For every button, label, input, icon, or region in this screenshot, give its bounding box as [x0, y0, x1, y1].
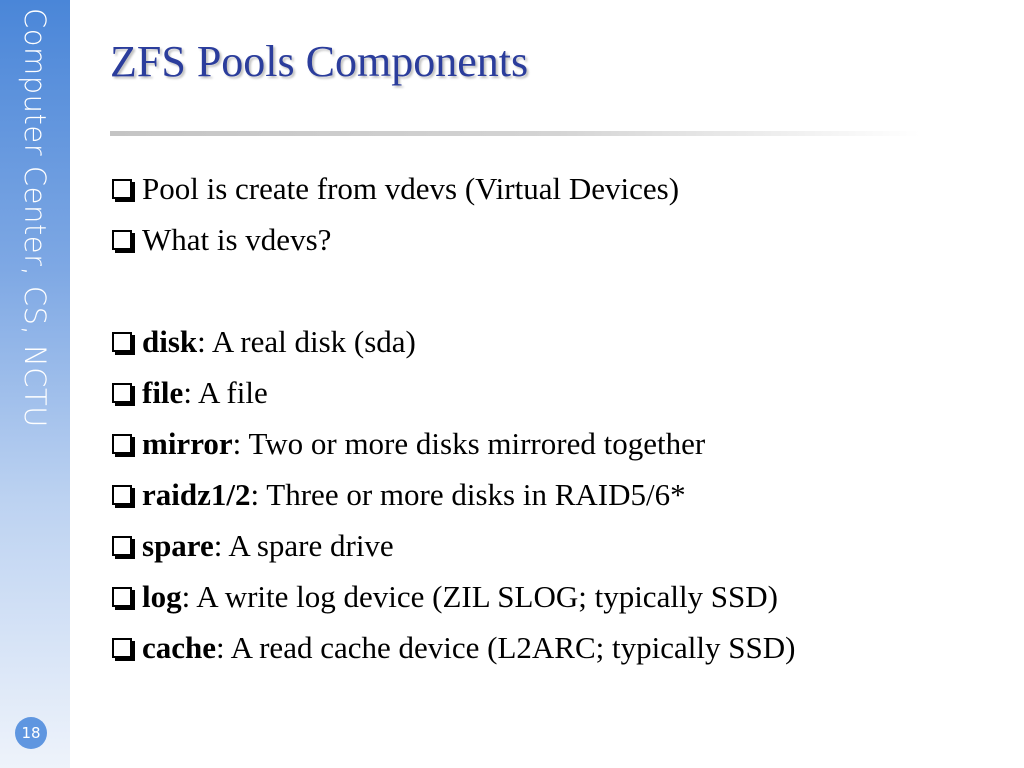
- bullet-desc: : A spare drive: [213, 527, 394, 563]
- bullet-term: spare: [142, 527, 214, 563]
- checkbox-bullet-icon: [112, 331, 132, 352]
- checkbox-bullet-icon: [112, 433, 132, 454]
- list-item: What is vdevs?: [112, 214, 795, 265]
- sidebar-vertical-text: Computer Center, CS, NCTU: [18, 8, 52, 428]
- bullet-text: What is vdevs?: [142, 221, 332, 257]
- bullet-term: raidz1/2: [142, 476, 251, 512]
- list-item: mirror: Two or more disks mirrored toget…: [112, 418, 795, 469]
- slide-title: ZFS Pools Components: [110, 37, 529, 86]
- bullet-desc: : A file: [183, 374, 268, 410]
- bullet-desc: : Two or more disks mirrored together: [232, 425, 706, 461]
- bullet-desc: : Three or more disks in RAID5/6*: [250, 476, 686, 512]
- checkbox-bullet-icon: [112, 382, 132, 403]
- list-item: disk: A real disk (sda): [112, 316, 795, 367]
- list-item: Pool is create from vdevs (Virtual Devic…: [112, 163, 795, 214]
- bullet-list: Pool is create from vdevs (Virtual Devic…: [112, 163, 795, 673]
- sidebar: Computer Center, CS, NCTU 18: [0, 0, 70, 768]
- checkbox-bullet-icon: [112, 535, 132, 556]
- list-item: spare: A spare drive: [112, 520, 795, 571]
- checkbox-bullet-icon: [112, 484, 132, 505]
- checkbox-bullet-icon: [112, 178, 132, 199]
- bullet-text: Pool is create from vdevs (Virtual Devic…: [142, 170, 680, 206]
- list-item: file: A file: [112, 367, 795, 418]
- bullet-term: disk: [142, 323, 198, 359]
- bullet-desc: : A read cache device (L2ARC; typically …: [216, 629, 796, 665]
- bullet-desc: : A real disk (sda): [197, 323, 416, 359]
- page-number-badge: 18: [15, 717, 47, 749]
- checkbox-bullet-icon: [112, 586, 132, 607]
- list-item: raidz1/2: Three or more disks in RAID5/6…: [112, 469, 795, 520]
- checkbox-bullet-icon: [112, 229, 132, 250]
- bullet-term: mirror: [142, 425, 233, 461]
- bullet-term: file: [142, 374, 184, 410]
- list-item: cache: A read cache device (L2ARC; typic…: [112, 622, 795, 673]
- bullet-desc: : A write log device (ZIL SLOG; typicall…: [181, 578, 778, 614]
- bullet-term: log: [142, 578, 182, 614]
- list-item: log: A write log device (ZIL SLOG; typic…: [112, 571, 795, 622]
- title-divider: [110, 131, 920, 136]
- checkbox-bullet-icon: [112, 637, 132, 658]
- bullet-term: cache: [142, 629, 217, 665]
